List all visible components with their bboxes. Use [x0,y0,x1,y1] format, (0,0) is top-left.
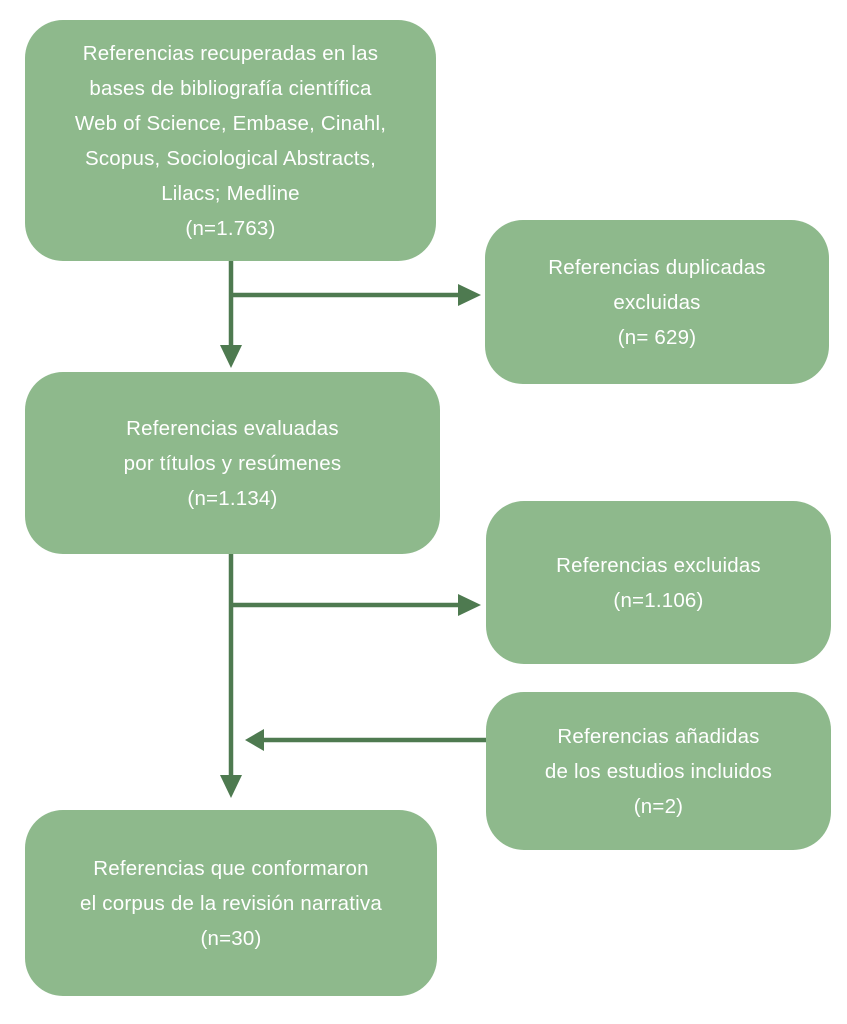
box-final-corpus-text: Referencias que conformaron el corpus de… [80,856,382,950]
arrowhead-down-evaluated-icon [220,345,242,368]
box-retrieved-references: Referencias recuperadas en las bases de … [25,20,436,261]
box-excluded-references: Referencias excluidas (n=1.106) [486,501,831,664]
box-duplicates-excluded: Referencias duplicadas excluidas (n= 629… [485,220,829,384]
arrowhead-right-duplicates-icon [458,284,481,306]
box-added-references: Referencias añadidas de los estudios inc… [486,692,831,850]
arrowhead-right-excluded-icon [458,594,481,616]
box-final-corpus: Referencias que conformaron el corpus de… [25,810,437,996]
box-duplicates-excluded-text: Referencias duplicadas excluidas (n= 629… [548,255,766,349]
arrowhead-down-corpus-icon [220,775,242,798]
arrowhead-left-mainflow-icon [245,729,264,751]
box-evaluated-references: Referencias evaluadas por títulos y resú… [25,372,440,554]
box-added-references-text: Referencias añadidas de los estudios inc… [544,724,773,818]
box-evaluated-references-text: Referencias evaluadas por títulos y resú… [123,416,342,510]
box-retrieved-references-text: Referencias recuperadas en las bases de … [74,41,387,240]
box-excluded-references-text: Referencias excluidas (n=1.106) [556,553,761,612]
